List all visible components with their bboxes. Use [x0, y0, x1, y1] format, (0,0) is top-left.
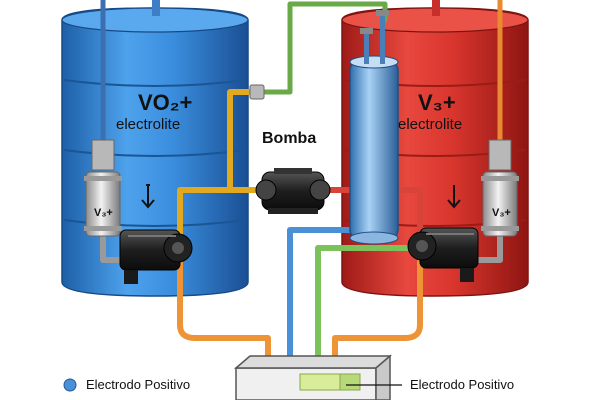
pump-label: Bomba	[262, 130, 317, 147]
left-tank-ion: VO₂+	[138, 90, 193, 115]
left-filter	[84, 139, 122, 237]
legend-dot-blue	[63, 378, 77, 392]
cell-stack	[233, 354, 393, 400]
pipe-coupling	[249, 84, 265, 100]
legend-right: Electrodo Positivo	[410, 377, 515, 392]
flow-arrow-right	[447, 185, 461, 209]
flow-arrow-left	[141, 184, 155, 209]
left-tank-label: electrolite	[116, 116, 181, 133]
right-filter-label: V₃+	[492, 207, 511, 219]
cell-cylinder	[349, 10, 399, 245]
left-filter-label: V₃+	[94, 207, 113, 219]
right-pump	[407, 227, 479, 282]
right-tank-label: electrolite	[398, 116, 463, 133]
center-pump	[255, 168, 331, 214]
right-tank-ion: V₃+	[418, 90, 456, 115]
left-pump	[119, 229, 193, 284]
right-filter	[481, 139, 519, 237]
legend-left: Electrodo Positivo	[86, 377, 191, 392]
